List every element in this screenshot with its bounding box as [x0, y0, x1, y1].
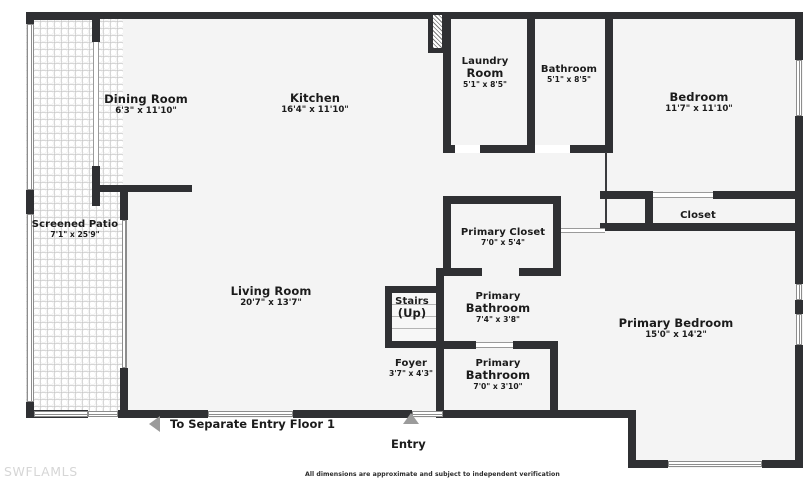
disclaimer-text: All dimensions are approximate and subje… [305, 471, 560, 478]
wall-exterior-right-mid [795, 116, 803, 205]
wall-laundry-south-left [443, 145, 455, 153]
wall-pbath-lower-west [436, 341, 444, 418]
wall-exterior-right-bed2 [795, 300, 803, 314]
wall-exterior-top-patio [26, 12, 92, 20]
wall-exterior-right-upper [795, 12, 803, 60]
wall-primary-closet-south-left [443, 268, 482, 276]
wall-living-west-lower [120, 368, 128, 418]
wall-hall-vertical-lower [605, 199, 607, 231]
wall-primary-closet-west [443, 196, 451, 276]
wall-exterior-left-bottom [26, 402, 34, 418]
water-heater-hatch [432, 14, 443, 52]
patio-bottom-window [34, 411, 88, 417]
stair-step [392, 328, 436, 329]
wall-primary-closet-south-right [519, 268, 561, 276]
wall-pbath-lower-north-left [436, 341, 476, 349]
wall-exterior-right-lower [795, 205, 803, 268]
pbath-upper-door-opening [476, 342, 513, 348]
wall-exterior-bottom-bay2 [762, 460, 803, 468]
wall-exterior-right-bed1 [795, 268, 803, 284]
floor-fill-pbath-lower [444, 349, 550, 410]
bedroom-window-right [796, 60, 802, 116]
wall-closet-west [645, 191, 653, 230]
wall-exterior-left-mid [26, 190, 34, 214]
wall-hall-vertical-upper [605, 152, 607, 191]
wall-bedroom-south-left [613, 191, 650, 199]
wall-exterior-bottom-mid3 [443, 410, 558, 418]
wall-laundry-south-right [480, 145, 535, 153]
closet-door-bypass [650, 192, 713, 198]
laundry-door-opening [455, 145, 480, 153]
wall-stairs-north [385, 286, 443, 293]
wall-primary-closet-east [553, 196, 561, 276]
living-room-window-left [88, 411, 118, 417]
wall-bathroom-bedroom [605, 19, 613, 152]
wall-exterior-top-laundry [436, 12, 803, 19]
wall-exterior-right-bed3 [795, 345, 803, 468]
wall-waterheater-bottom [428, 48, 444, 53]
patio-screen-window-upper [27, 24, 34, 190]
wall-bathroom-south-right [570, 145, 613, 153]
separate-entry-label: To Separate Entry Floor 1 [170, 417, 336, 431]
floor-fill-primary-closet [451, 204, 553, 268]
primary-bedroom-window-2 [796, 314, 802, 345]
stair-step [392, 316, 436, 317]
wall-kitchen-laundry [443, 12, 451, 152]
wall-hall-corner [600, 191, 613, 199]
floor-fill-pbath-upper [444, 276, 550, 341]
wall-stairs-west [385, 286, 392, 348]
living-patio-slider [122, 220, 127, 368]
wall-living-west-upper [120, 185, 128, 220]
dining-patio-window [93, 42, 99, 166]
watermark-swflamls: SWFLAMLS [4, 464, 78, 479]
wall-dining-south [92, 185, 192, 192]
wall-exterior-left-top [26, 12, 34, 24]
wall-pbath-lower-north-right [513, 341, 558, 349]
bathroom-door-opening [535, 145, 570, 153]
floor-fill-closet [653, 199, 795, 223]
entry-arrow-icon [403, 413, 419, 424]
stair-step [392, 304, 436, 305]
screened-patio-hatch [26, 14, 123, 414]
wall-exterior-bottom-mid2 [293, 410, 412, 418]
wall-patio-dining-upper [92, 12, 100, 42]
wall-exterior-bottom-bay [628, 460, 668, 468]
wall-living-bay-ledge [552, 410, 636, 418]
wall-exterior-top-main [92, 12, 436, 19]
wall-waterheater-left [428, 12, 433, 53]
patio-screen-window-lower [27, 214, 34, 402]
separate-entry-arrow-icon [149, 416, 160, 432]
entry-label: Entry [391, 437, 426, 451]
primary-closet-hall-opening [561, 228, 605, 233]
wall-pbath-lower-east [550, 341, 558, 418]
floor-fill-hall-stub [607, 199, 645, 223]
wall-exterior-bottom-mid1 [118, 410, 208, 418]
wall-stairs-east [436, 268, 444, 348]
primary-bedroom-window-1 [796, 284, 802, 300]
wall-bedroom-south-right [713, 191, 803, 199]
wall-laundry-bathroom [527, 19, 535, 152]
wall-closet-south [600, 223, 803, 231]
primary-bedroom-bay-window [668, 461, 762, 467]
living-room-window-mid [208, 411, 293, 417]
wall-primary-closet-north [443, 196, 561, 204]
wall-bay-left [628, 410, 636, 468]
stairs-treads [392, 293, 436, 341]
floor-fill-primary-bay [628, 412, 803, 468]
wall-stairs-south [385, 341, 443, 348]
